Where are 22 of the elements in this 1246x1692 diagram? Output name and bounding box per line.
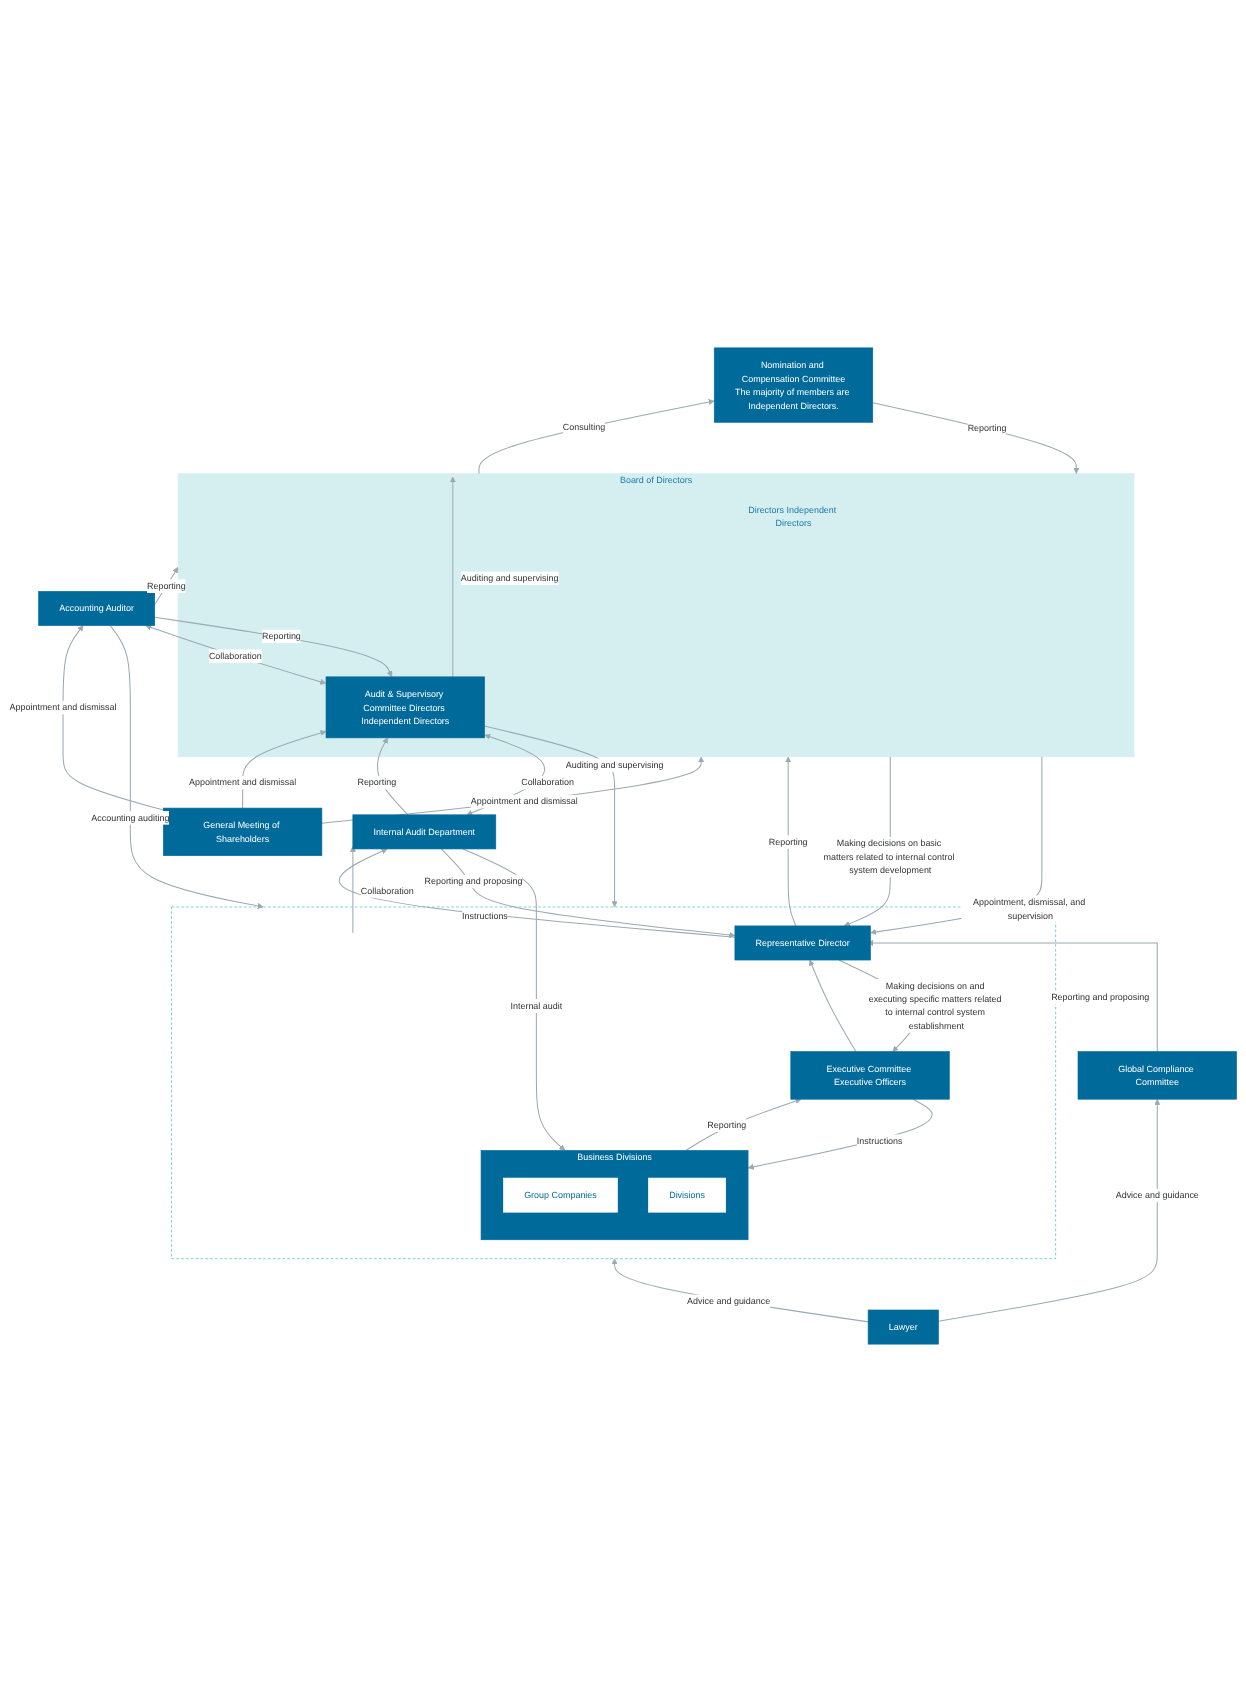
arrow <box>377 737 409 816</box>
arrow <box>747 1098 933 1170</box>
arrow <box>685 1098 802 1152</box>
arrow <box>62 625 164 811</box>
arrow <box>809 959 857 1053</box>
arrow <box>145 624 327 685</box>
arrow <box>462 848 566 1151</box>
arrow <box>867 939 1158 1053</box>
arrow <box>478 399 715 475</box>
arrow <box>872 402 1080 474</box>
arrow <box>154 567 179 606</box>
arrow <box>937 1098 1161 1322</box>
arrow <box>338 848 736 938</box>
arrow <box>611 1258 869 1323</box>
arrow <box>440 848 736 938</box>
arrow <box>449 476 456 678</box>
arrow <box>484 725 618 908</box>
arrow <box>154 616 393 678</box>
arrow <box>349 845 356 934</box>
arrow <box>109 625 264 909</box>
arrow <box>785 756 797 927</box>
arrow <box>242 730 327 809</box>
